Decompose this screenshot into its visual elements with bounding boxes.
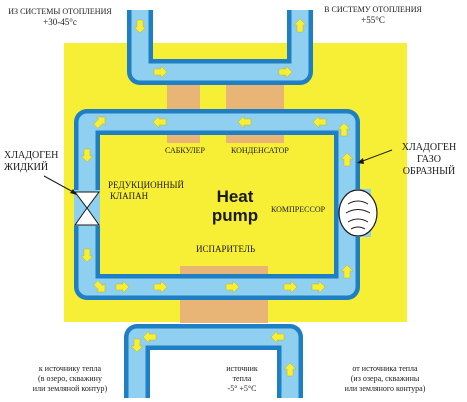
flow-arrow-icon — [237, 115, 252, 129]
flow-arrow-icon — [152, 115, 167, 129]
refrigerant-gas-line3: ОБРАЗНЫЙ — [402, 166, 456, 177]
flow-arrow-icon — [225, 280, 240, 294]
refrigerant-gas-label: ХЛАДОГЕН ГАЗО ОБРАЗНЫЙ — [392, 142, 466, 178]
heat-pump-line2: pump — [211, 206, 259, 225]
refrigerant-liquid-line2: ЖИДКИЙ — [4, 162, 49, 173]
from-heating-line2: +30-45°c — [43, 17, 77, 27]
flow-arrow-icon — [337, 122, 351, 137]
evaporator-label: ИСПАРИТЕЛЬ — [196, 244, 256, 254]
valve-line1: РЕДУКЦИОННЫЙ — [108, 180, 184, 190]
liquid-pointer-head — [70, 189, 77, 195]
flow-arrow-icon — [153, 65, 168, 79]
flow-arrow-icon — [312, 115, 327, 129]
gas-pointer — [359, 149, 393, 163]
heat-source-line1: источник — [226, 364, 258, 373]
heat-source-line2: тепла — [232, 374, 252, 383]
flow-arrow-icon — [340, 264, 354, 279]
flow-arrow-icon — [278, 65, 293, 79]
flow-arrow-icon — [270, 330, 285, 344]
flow-arrow-icon — [93, 280, 106, 293]
flow-arrow-icon — [142, 330, 157, 344]
flow-arrow-icon — [115, 280, 130, 294]
to-heating-line1: В СИСТЕМУ ОТОПЛЕНИЯ — [324, 5, 422, 14]
to-source-line1: к источнику тепла — [38, 364, 102, 373]
from-source-label: от источника тепла (из озера, скважины и… — [316, 364, 454, 394]
valve-label: РЕДУКЦИОННЫЙ КЛАПАН — [108, 180, 184, 202]
refrigerant-gas-line2: ГАЗО — [417, 154, 441, 165]
flow-arrow-icon — [283, 280, 298, 294]
heat-source-label: источник тепла -5° +5°C — [212, 364, 272, 394]
refrigerant-loop-inner — [78, 113, 356, 296]
flow-arrow-icon — [80, 248, 94, 263]
flow-arrow-icon — [153, 280, 168, 294]
flow-arrow-icon — [283, 362, 297, 377]
heat-source-line3: -5° +5°C — [227, 384, 257, 393]
from-source-line1: от источника тепла — [352, 364, 418, 373]
heat-pump-line1: Heat — [216, 187, 254, 206]
condenser-label: КОНДЕНСАТОР — [231, 146, 289, 155]
flow-arrow-icon — [133, 19, 147, 34]
refrigerant-gas-line1: ХЛАДОГЕН — [401, 142, 457, 153]
to-source-label: к источнику тепла (в озеро, скважину или… — [6, 364, 134, 394]
to-source-line3: или земляной контур) — [32, 384, 108, 393]
gas-pointer-head — [357, 158, 364, 164]
subcooler-label: САБКУЛЕР — [165, 146, 206, 155]
compressor-label: КОМПРЕССОР — [271, 205, 326, 214]
from-source-line2: (из озера, скважины — [350, 374, 420, 383]
from-heating-line1: ИЗ СИСТЕМЫ ОТОПЛЕНИЯ — [8, 7, 112, 16]
flow-arrow-icon — [311, 280, 326, 294]
to-heating-label: В СИСТЕМУ ОТОПЛЕНИЯ +55°C — [318, 5, 428, 26]
to-heating-line2: +55°C — [361, 15, 385, 25]
flow-arrow-icon — [340, 152, 354, 167]
flow-arrow-icon — [130, 338, 144, 353]
heating-circuit-outer — [127, 10, 313, 85]
refrigerant-liquid-label: ХЛАДОГЕН ЖИДКИЙ — [4, 150, 58, 174]
flow-arrow-icon — [293, 18, 307, 33]
compressor-icon — [338, 189, 378, 237]
from-source-line3: или земляного контура) — [344, 384, 426, 393]
flow-arrows — [80, 18, 354, 377]
flow-arrow-icon — [93, 116, 106, 129]
flow-arrow-icon — [80, 148, 94, 163]
refrigerant-liquid-line1: ХЛАДОГЕН — [4, 150, 59, 161]
heating-circuit-inner — [131, 10, 309, 81]
expansion-valve-icon — [74, 190, 100, 226]
heat-pump-title: Heat pump — [205, 187, 265, 225]
liquid-pointer — [43, 175, 76, 194]
from-heating-label: ИЗ СИСТЕМЫ ОТОПЛЕНИЯ +30-45°c — [4, 7, 116, 28]
to-source-line2: (в озеро, скважину — [38, 374, 102, 383]
valve-line2: КЛАПАН — [110, 191, 149, 201]
